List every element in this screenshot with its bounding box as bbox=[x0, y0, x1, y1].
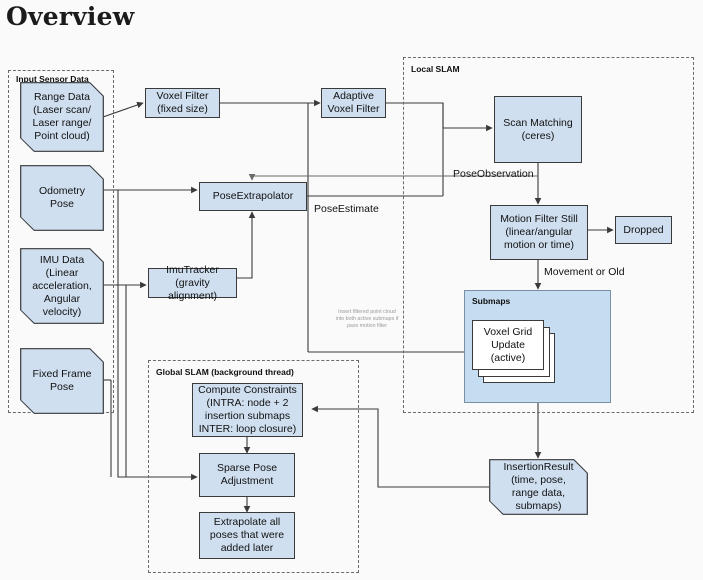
group-local-slam bbox=[403, 57, 694, 413]
node-pose-extrapolator[interactable]: PoseExtrapolator bbox=[199, 182, 307, 211]
node-motion-filter-label: Motion Filter Still (linear/angular moti… bbox=[500, 213, 578, 251]
input-odometry-pose-label: Odometry Pose bbox=[38, 185, 86, 210]
node-dropped[interactable]: Dropped bbox=[615, 216, 672, 244]
node-compute-constraints[interactable]: Compute Constraints (INTRA: node + 2 ins… bbox=[192, 383, 303, 437]
node-imu-tracker[interactable]: ImuTracker (gravity alignment) bbox=[148, 264, 237, 302]
group-input-sensor-data-label: Input Sensor Data bbox=[16, 74, 89, 84]
group-global-slam bbox=[148, 360, 359, 573]
node-insertion-result-label: InsertionResult (time, pose, range data,… bbox=[503, 461, 574, 512]
node-dropped-label: Dropped bbox=[623, 223, 664, 236]
node-voxel-grid-update[interactable]: Voxel Grid Update (active) bbox=[472, 320, 544, 370]
input-odometry-pose: Odometry Pose bbox=[20, 165, 104, 231]
node-scan-matching-label: Scan Matching (ceres) bbox=[503, 116, 573, 142]
node-pose-extrapolator-label: PoseExtrapolator bbox=[212, 190, 294, 202]
node-sparse-pose-adjustment-label: Sparse Pose Adjustment bbox=[216, 462, 278, 487]
node-scan-matching[interactable]: Scan Matching (ceres) bbox=[494, 96, 582, 163]
node-sparse-pose-adjustment[interactable]: Sparse Pose Adjustment bbox=[199, 453, 295, 497]
node-extrapolate-poses[interactable]: Extrapolate all poses that were added la… bbox=[199, 512, 295, 559]
edge-label-pose-observation: PoseObservation bbox=[453, 168, 534, 180]
node-compute-constraints-label: Compute Constraints (INTRA: node + 2 ins… bbox=[198, 384, 297, 435]
input-imu-data: IMU Data (Linear acceleration, Angular v… bbox=[20, 248, 104, 324]
input-imu-data-label: IMU Data (Linear acceleration, Angular v… bbox=[32, 253, 92, 318]
node-motion-filter[interactable]: Motion Filter Still (linear/angular moti… bbox=[490, 205, 588, 260]
node-extrapolate-poses-label: Extrapolate all poses that were added la… bbox=[209, 516, 285, 554]
group-global-slam-label: Global SLAM (background thread) bbox=[156, 367, 294, 377]
node-insertion-result[interactable]: InsertionResult (time, pose, range data,… bbox=[489, 459, 588, 515]
node-imu-tracker-label: ImuTracker (gravity alignment) bbox=[166, 263, 219, 302]
node-adaptive-voxel-filter-label: Adaptive Voxel Filter bbox=[327, 90, 380, 115]
edge-label-pose-estimate: PoseEstimate bbox=[314, 203, 379, 215]
input-fixed-frame-pose-label: Fixed Frame Pose bbox=[32, 368, 92, 393]
node-adaptive-voxel-filter[interactable]: Adaptive Voxel Filter bbox=[321, 88, 386, 118]
page-title: Overview bbox=[6, 2, 135, 31]
node-voxel-filter[interactable]: Voxel Filter (fixed size) bbox=[145, 88, 220, 118]
input-range-data-label: Range Data (Laser scan/ Laser range/ Poi… bbox=[32, 91, 92, 142]
container-submaps-label: Submaps bbox=[472, 296, 511, 306]
node-voxel-grid-update-label: Voxel Grid Update (active) bbox=[483, 325, 533, 364]
group-local-slam-label: Local SLAM bbox=[411, 64, 460, 74]
edge-label-movement-or-old: Movement or Old bbox=[544, 266, 625, 278]
annotation-insert-note: Insert filtered point cloud into both ac… bbox=[335, 309, 399, 329]
input-range-data: Range Data (Laser scan/ Laser range/ Poi… bbox=[20, 82, 104, 152]
input-fixed-frame-pose: Fixed Frame Pose bbox=[20, 348, 104, 414]
node-voxel-filter-label: Voxel Filter (fixed size) bbox=[156, 90, 209, 115]
